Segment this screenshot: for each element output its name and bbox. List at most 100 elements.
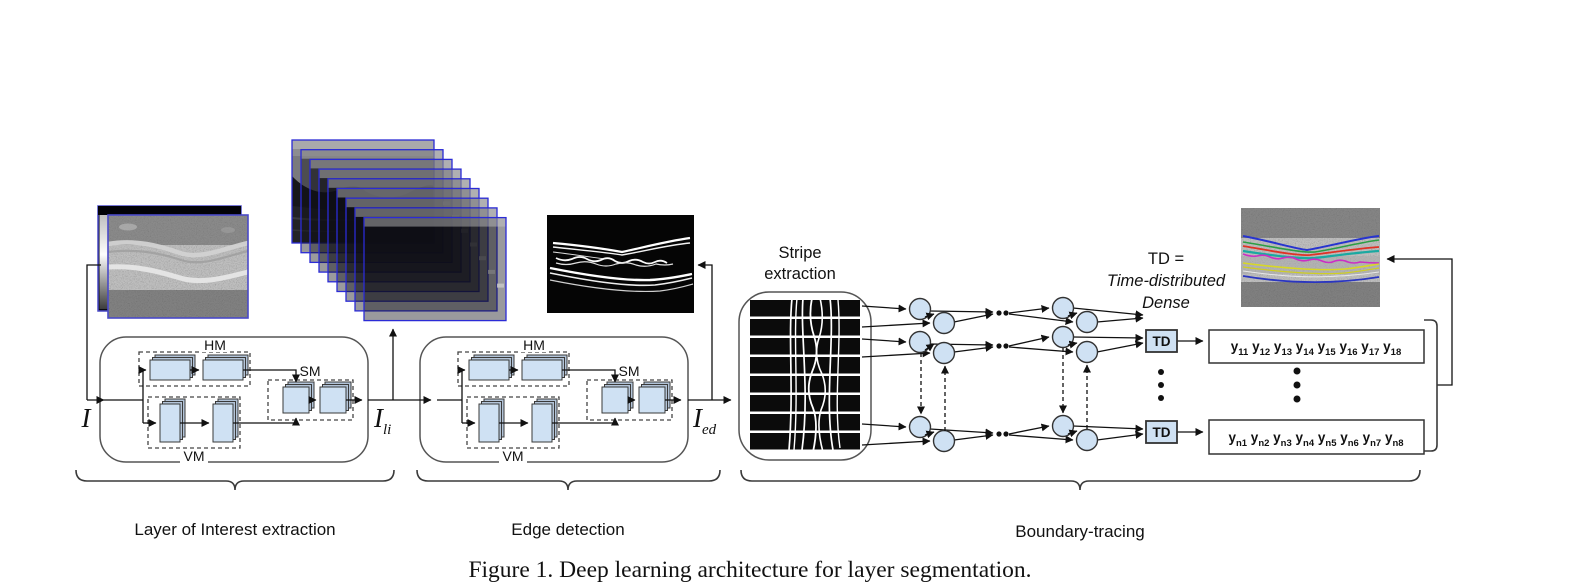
- stripe-row: [750, 319, 860, 336]
- rnn-cell: [1075, 310, 1099, 334]
- boundary-lines: [1242, 235, 1380, 284]
- wire: [243, 369, 300, 383]
- wire: [562, 369, 619, 383]
- rnn-wire: [1096, 431, 1144, 441]
- rnn-wire: [1008, 313, 1074, 326]
- figure-caption: Figure 1. Deep learning architecture for…: [468, 557, 1031, 583]
- conv-block-layer: [531, 403, 553, 443]
- signal-label-input: I: [81, 403, 93, 433]
- signal-label-li: Ili: [373, 403, 391, 438]
- wire: [552, 417, 619, 426]
- signal-li-base: I: [373, 403, 385, 433]
- rnn-wire: [953, 343, 994, 353]
- sm-label: SM: [300, 363, 321, 379]
- stack-image-frame: [309, 158, 453, 264]
- vm-label: VM: [184, 448, 205, 464]
- conv-block-layer: [149, 359, 191, 381]
- result-image-with-boundaries: [1241, 208, 1380, 307]
- rnn-wire: [1096, 314, 1144, 323]
- rnn-wire: [953, 311, 994, 323]
- td-legend-line3: Dense: [1142, 294, 1190, 312]
- rnn-cell: [932, 429, 956, 453]
- vertical-ellipsis-td: [1158, 369, 1164, 401]
- stripe-row: [750, 300, 860, 317]
- loi-conv-blocks: [149, 354, 352, 443]
- sm-label: SM: [619, 363, 640, 379]
- connectors: [86, 255, 1453, 452]
- ellipsis-dot: [996, 431, 1002, 437]
- rnn-wire: [861, 437, 931, 446]
- section-label-edge: Edge detection: [511, 520, 624, 539]
- rnn-wire: [1072, 424, 1144, 433]
- conv-block-layer: [478, 403, 500, 443]
- conv-block-layer: [202, 359, 244, 381]
- edge-conv-blocks: [468, 354, 671, 443]
- stack-image-frame: [345, 197, 489, 302]
- vm-label: VM: [503, 448, 524, 464]
- conv-block-layer: [319, 386, 347, 414]
- wire: [233, 417, 300, 426]
- conv-block-layer: [601, 386, 629, 414]
- stack-image-frame: [354, 207, 498, 312]
- conv-block-layer: [468, 359, 510, 381]
- td-box-bottom-label: TD: [1153, 425, 1171, 440]
- conv-block-layer: [212, 403, 234, 443]
- rnn-cell: [908, 415, 932, 439]
- rnn-cell: [932, 311, 956, 335]
- rnn-wire: [929, 428, 994, 437]
- section-label-loi: Layer of Interest extraction: [134, 520, 335, 539]
- conv-block-layer: [282, 386, 310, 414]
- signal-ed-sub: ed: [702, 422, 717, 438]
- signal-ed-base: I: [692, 403, 704, 433]
- rnn-wire: [924, 430, 935, 439]
- rnn-wire: [861, 304, 907, 313]
- rnn-wire: [1067, 340, 1078, 349]
- td-box-top-label: TD: [1153, 334, 1171, 349]
- module-wiring: [104, 366, 682, 427]
- rnn-wire: [1067, 311, 1078, 320]
- rnn-wire: [861, 422, 907, 431]
- conv-block-layer: [159, 403, 181, 443]
- stripe-row: [750, 338, 860, 355]
- rnn-wire: [861, 337, 907, 346]
- rnn-wire: [1008, 434, 1074, 444]
- rnn-wire: [1008, 346, 1074, 356]
- conv-block-layer: [521, 359, 563, 381]
- td-legend-line1: TD =: [1148, 250, 1184, 268]
- ellipsis-dot: [1003, 310, 1009, 316]
- rnn-wire: [1072, 307, 1144, 319]
- rnn-wire: [861, 349, 931, 358]
- td-legend-line2: Time-distributed: [1107, 272, 1226, 290]
- rnn-cell: [1051, 414, 1075, 438]
- rnn-cell: [908, 297, 932, 321]
- rnn-cell: [1075, 340, 1099, 364]
- rnn-wire: [929, 307, 994, 316]
- rnn-cell: [1075, 428, 1099, 452]
- stack-image-frame: [363, 216, 507, 322]
- output-sequence-top: y11 y12 y13 y14 y15 y16 y17 y18: [1231, 339, 1401, 358]
- output-box-bottom: yn1 yn2 yn3 yn4 yn5 yn6 yn7 yn8: [1208, 419, 1425, 455]
- rnn-recurrence-dashed-arrows: [917, 348, 1091, 431]
- rnn-cell: [1051, 325, 1075, 349]
- rnn-wire: [861, 319, 931, 328]
- stripe-row: [750, 433, 860, 450]
- signal-label-ed: Ied: [692, 403, 717, 438]
- stripe-extraction-box: [738, 291, 872, 461]
- stripe-extraction-label-line2: extraction: [764, 265, 836, 283]
- output-sequence-bottom: yn1 yn2 yn3 yn4 yn5 yn6 yn7 yn8: [1228, 430, 1403, 449]
- stripe-image-lines: [788, 297, 841, 453]
- section-label-boundary: Boundary-tracing: [1015, 522, 1144, 541]
- ellipsis-dot: [996, 310, 1002, 316]
- rnn-cell: [1051, 296, 1075, 320]
- loi-output-image-stack: [291, 139, 507, 322]
- stack-image-frame: [291, 139, 435, 244]
- stack-image-frame: [336, 187, 480, 293]
- rnn-wire: [1072, 333, 1144, 342]
- rnn-wire: [1008, 423, 1050, 435]
- ellipsis-dot: [1003, 343, 1009, 349]
- rnn-wire: [924, 343, 935, 352]
- stack-image-frame: [318, 168, 462, 273]
- vertical-ellipsis-outputs: [1293, 367, 1301, 403]
- ellipsis-dot: [996, 343, 1002, 349]
